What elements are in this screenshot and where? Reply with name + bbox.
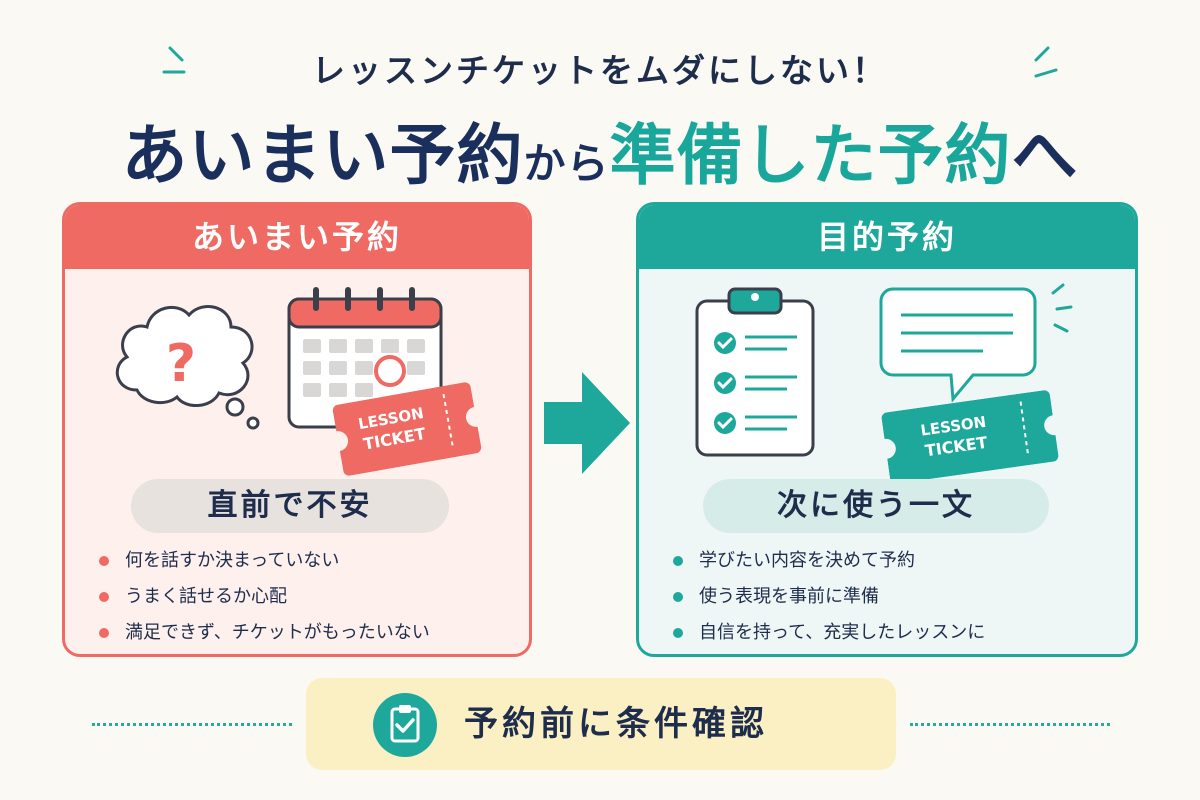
question-thought-icon: ?	[115, 305, 260, 430]
headline-part2: 準備した予約	[609, 117, 1012, 194]
list-item: 何を話すか決まっていない	[99, 543, 430, 579]
purpose-booking-panel: 目的予約	[636, 202, 1138, 657]
subtitle: レッスンチケットをムダにしない！	[312, 51, 888, 90]
divider-right	[910, 723, 1110, 726]
clipboard-check-icon	[373, 693, 437, 757]
issue-list: 何を話すか決まっていない うまく話せるか心配 満足できず、チケットがもったいない	[99, 543, 430, 651]
svg-text:?: ?	[166, 334, 196, 394]
sparkle-left-icon	[162, 46, 186, 74]
banner-text: 予約前に条件確認	[464, 704, 768, 744]
clipboard-checklist-icon	[695, 287, 815, 457]
panel-title: 目的予約	[639, 205, 1135, 269]
headline-part1: あいまい予約	[121, 117, 524, 194]
lesson-ticket: LESSON TICKET	[332, 381, 482, 476]
list-item: うまく話せるか心配	[99, 579, 430, 615]
headline: あいまい予約から準備した予約へ	[0, 102, 1200, 198]
lesson-ticket: LESSON TICKET	[881, 390, 1059, 485]
list-item: 学びたい内容を決めて予約	[673, 543, 985, 579]
vague-booking-panel: あいまい予約 ? LESSON TICKET 直前で不安 何を話すか決まっていな…	[62, 202, 532, 657]
benefit-list: 学びたい内容を決めて予約 使う表現を事前に準備 自信を持って、充実したレッスンに	[673, 543, 985, 651]
summary-pill: 次に使う一文	[703, 479, 1049, 533]
list-item: 自信を持って、充実したレッスンに	[673, 615, 985, 651]
list-item: 使う表現を事前に準備	[673, 579, 985, 615]
arrow-right-icon	[544, 372, 630, 474]
summary-pill: 直前で不安	[131, 479, 449, 533]
divider-left	[92, 723, 292, 726]
speech-bubble-icon	[879, 283, 1073, 403]
ticket-icon	[332, 382, 482, 476]
panel-title: あいまい予約	[65, 205, 529, 269]
headline-connector: から	[523, 139, 610, 188]
condition-check-banner: 予約前に条件確認	[306, 678, 896, 770]
list-item: 満足できず、チケットがもったいない	[99, 615, 430, 651]
sparkle-right-icon	[1034, 46, 1058, 78]
headline-suffix: へ	[1011, 117, 1079, 194]
ticket-icon	[881, 390, 1059, 484]
